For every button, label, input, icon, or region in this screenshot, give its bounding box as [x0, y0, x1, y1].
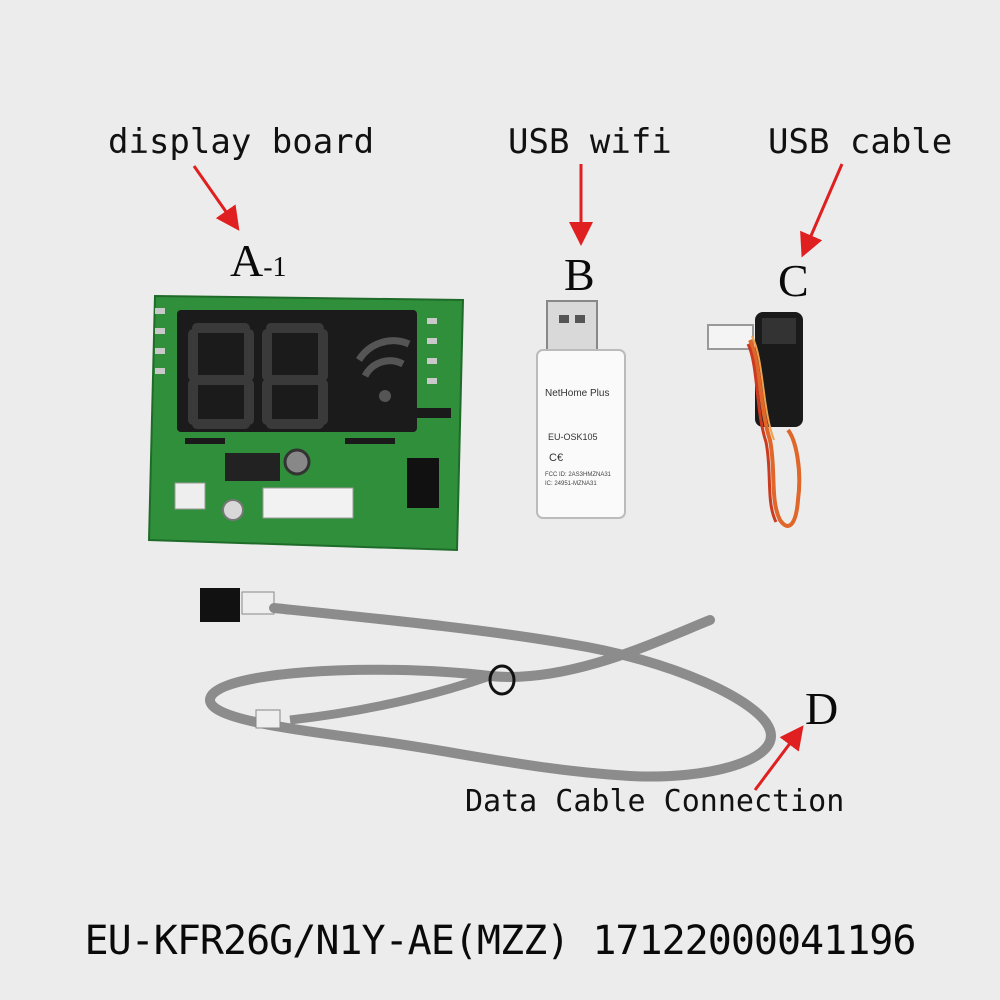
letter-a-marker: A-1 [230, 234, 287, 287]
wifi-cert-line2: IC: 24951-MZNA31 [545, 481, 597, 487]
usb-wifi-photo [536, 300, 626, 519]
wifi-brand-text: NetHome Plus [545, 388, 610, 399]
wifi-cert-line1: FCC ID: 2AS3HMZNA31 [545, 472, 612, 478]
arrow-c [800, 163, 844, 258]
wifi-model-text: EU-OSK105 [548, 432, 598, 442]
letter-c: C [778, 255, 809, 306]
data-cable-label: Data Cable Connection [465, 784, 845, 819]
ce-mark-icon: C€ [549, 452, 564, 464]
letter-b: B [564, 249, 595, 300]
part-number: EU-KFR26G/N1Y-AE(MZZ) 17122000041196 [84, 918, 917, 964]
display-board-label: display board [108, 122, 375, 162]
letter-a: A [230, 235, 264, 286]
arrow-a [192, 165, 240, 231]
letter-a-suffix: -1 [263, 252, 287, 283]
usb-cable-photo [707, 312, 803, 528]
arrow-d [753, 725, 804, 791]
display-board-photo [147, 294, 465, 552]
usb-cable-label: USB cable [768, 122, 953, 162]
data-cable-photo [200, 588, 776, 782]
usb-wifi-label: USB wifi [508, 122, 672, 162]
letter-d: D [805, 683, 839, 734]
